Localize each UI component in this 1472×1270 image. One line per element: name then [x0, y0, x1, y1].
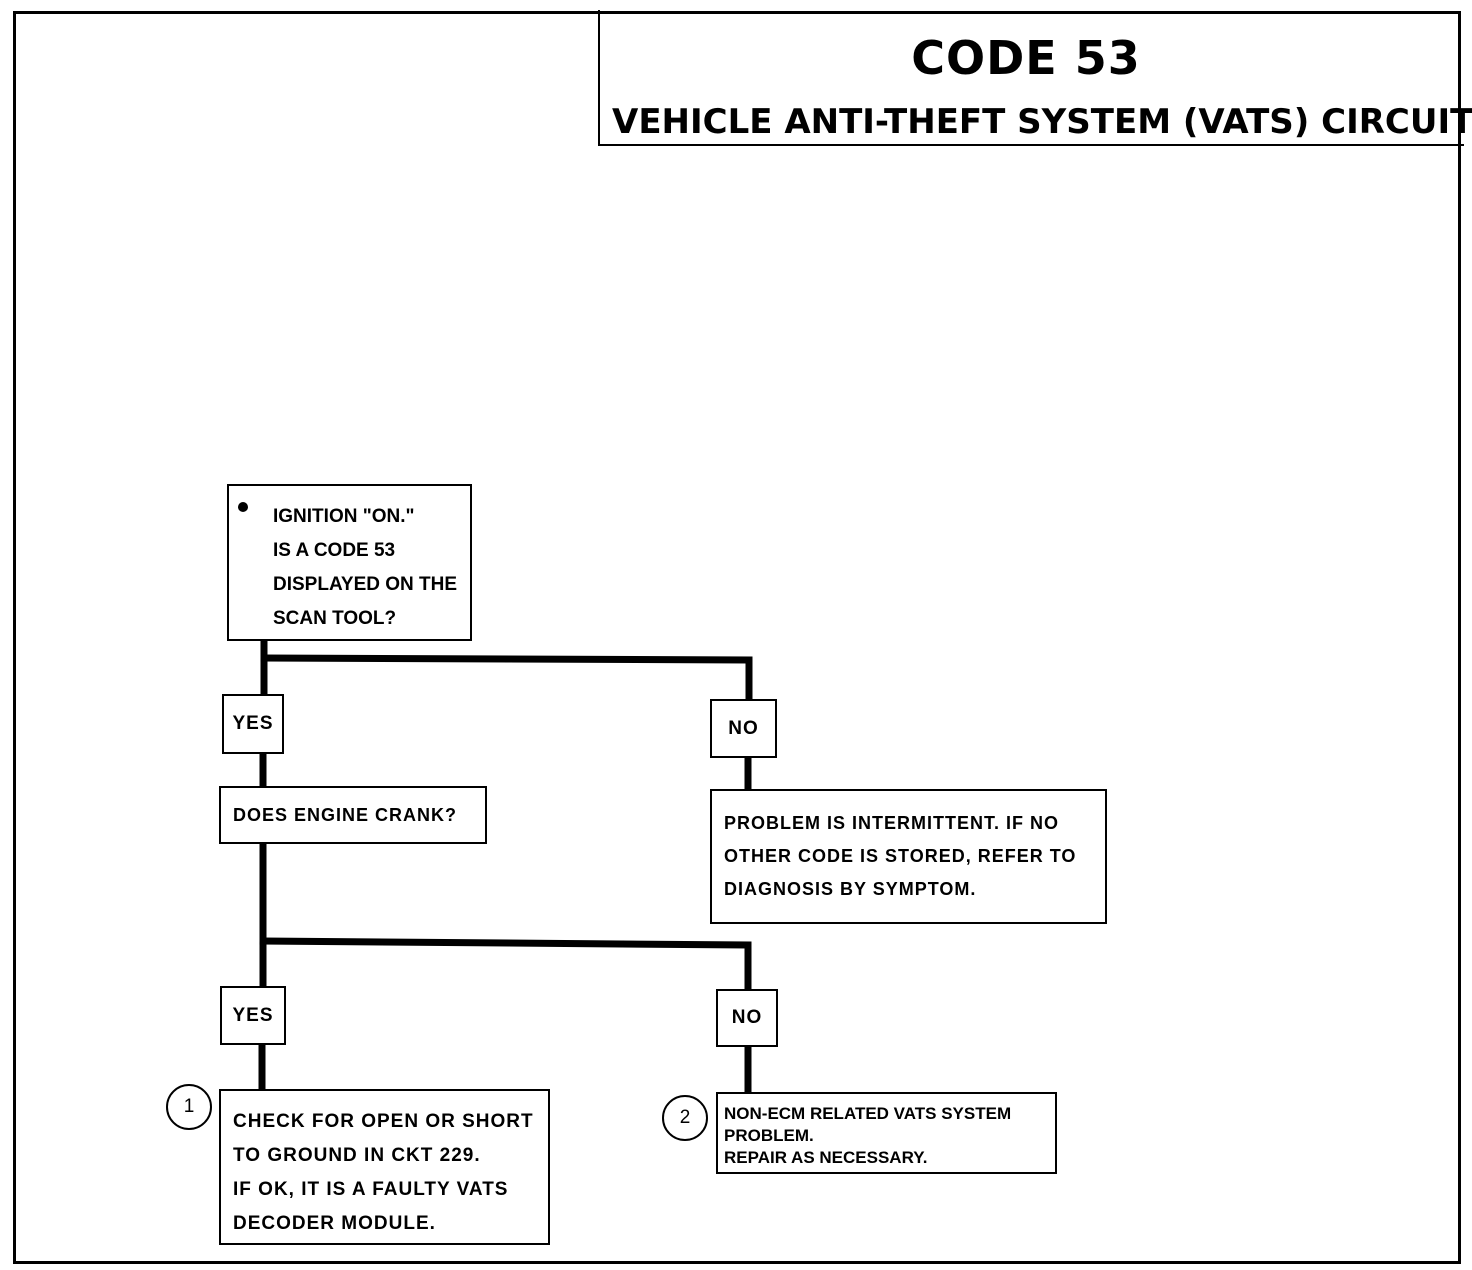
page-frame	[13, 11, 1461, 1264]
no-label: NO	[710, 699, 777, 758]
yes-label: YES	[220, 986, 286, 1045]
note-number-1: 1	[166, 1084, 212, 1130]
bullet-icon	[238, 502, 248, 512]
vats-result-box: NON-ECM RELATED VATS SYSTEM PROBLEM. REP…	[716, 1092, 1057, 1174]
no-label: NO	[716, 989, 778, 1047]
page-title: CODE 53	[911, 31, 1141, 85]
ckt229-result-text: CHECK FOR OPEN OR SHORT TO GROUND IN CKT…	[233, 1111, 534, 1234]
note-number-2: 2	[662, 1095, 708, 1141]
connector-crank-to-no2	[259, 937, 752, 993]
vats-result-text: NON-ECM RELATED VATS SYSTEM PROBLEM. REP…	[724, 1104, 1012, 1167]
header-box	[598, 10, 1464, 146]
intermittent-result-text: PROBLEM IS INTERMITTENT. IF NO OTHER COD…	[724, 813, 1077, 899]
ckt229-result-box: CHECK FOR OPEN OR SHORT TO GROUND IN CKT…	[219, 1089, 550, 1245]
page-subtitle: VEHICLE ANTI-THEFT SYSTEM (VATS) CIRCUIT	[612, 102, 1472, 142]
connector-step1-to-no1	[260, 654, 753, 703]
crank-question-text: DOES ENGINE CRANK?	[233, 804, 458, 825]
yes-label: YES	[222, 694, 284, 754]
step1-box	[227, 484, 472, 641]
crank-question-box: DOES ENGINE CRANK?	[219, 786, 487, 844]
step1-text: IGNITION "ON." IS A CODE 53 DISPLAYED ON…	[273, 506, 458, 629]
intermittent-result-box: PROBLEM IS INTERMITTENT. IF NO OTHER COD…	[710, 789, 1107, 924]
